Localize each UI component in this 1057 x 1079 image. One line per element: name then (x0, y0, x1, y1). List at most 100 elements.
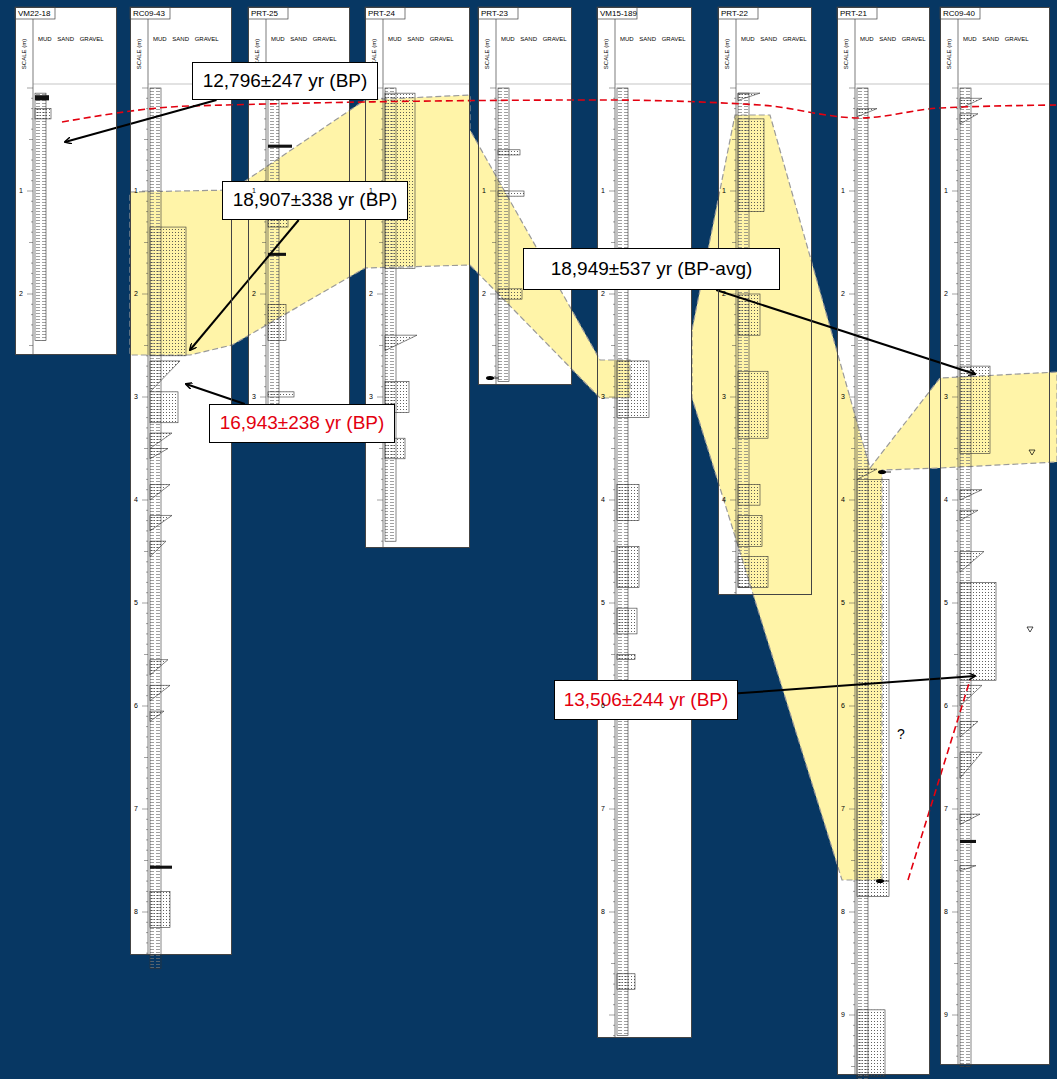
scale-tick (494, 170, 496, 171)
scale-tick (956, 767, 958, 768)
scale-tick (732, 139, 736, 140)
scale-tick (264, 324, 266, 325)
scale-tick (490, 191, 496, 192)
depth-number: 4 (841, 496, 845, 503)
scale-tick (381, 355, 383, 356)
scale-tick (613, 819, 615, 820)
sand-bed (150, 891, 170, 927)
scale-tick (146, 98, 148, 99)
scale-tick (381, 252, 383, 253)
scale-tick (853, 592, 855, 593)
scale-tick (734, 335, 736, 336)
scale-tick (849, 397, 855, 398)
scale-tick (853, 778, 855, 779)
scale-tick (956, 891, 958, 892)
scale-tick (613, 232, 615, 233)
scale-tick (144, 551, 148, 552)
scale-tick (734, 160, 736, 161)
scale-tick (146, 736, 148, 737)
scale-tick (144, 757, 148, 758)
mud-interval (268, 88, 279, 443)
depth-number: 6 (841, 702, 845, 709)
header-base-line (615, 84, 692, 85)
scale-tick (144, 139, 148, 140)
scale-tick (381, 232, 383, 233)
scale-tick (611, 551, 615, 552)
scale-tick (613, 201, 615, 202)
scale-tick (734, 366, 736, 367)
scale-tick (851, 654, 855, 655)
scale-tick (956, 1045, 958, 1046)
scale-tick (146, 953, 148, 954)
scale-tick (734, 108, 736, 109)
scale-tick (613, 118, 615, 119)
scale-tick (146, 407, 148, 408)
scale-tick (853, 541, 855, 542)
scale-tick (381, 304, 383, 305)
scale-tick (734, 149, 736, 150)
scale-tick (381, 221, 383, 222)
scale-tick (609, 500, 615, 501)
scale-tick (613, 541, 615, 542)
depth-number: 1 (482, 187, 486, 194)
scale-tick (853, 633, 855, 634)
date-label: 12,796±247 yr (BP) (203, 71, 368, 92)
scale-tick (264, 273, 266, 274)
sand-lens (960, 752, 982, 778)
scale-tick (853, 386, 855, 387)
scale-tick (31, 201, 33, 202)
scale-tick (952, 294, 958, 295)
scale-tick (956, 335, 958, 336)
scale-tick (956, 427, 958, 428)
date-callout: 16,943±238 yr (BP) (209, 404, 395, 443)
scale-tick (956, 283, 958, 284)
scale-tick (853, 263, 855, 264)
uncertainty-mark: ? (897, 727, 905, 741)
scale-tick (853, 685, 855, 686)
scale-tick (849, 603, 855, 604)
core-name: VM22-18 (18, 9, 50, 18)
depth-number: 7 (601, 805, 605, 812)
scale-tick (146, 118, 148, 119)
sand-bed (498, 289, 522, 299)
scale-tick (146, 747, 148, 748)
scale-tick (146, 716, 148, 717)
sand-bed (498, 150, 520, 155)
scale-tick (264, 386, 266, 387)
sand-lens (150, 361, 180, 392)
scale-tick (734, 355, 736, 356)
scale-tick (264, 335, 266, 336)
scale-tick (264, 221, 266, 222)
scale-tick (613, 901, 615, 902)
scale-tick (853, 366, 855, 367)
scale-tick (146, 304, 148, 305)
sand-bed (960, 366, 990, 454)
sand-bed (738, 557, 768, 588)
scale-tick (853, 407, 855, 408)
lithology-log (738, 93, 768, 587)
scale-tick (381, 530, 383, 531)
scale-tick (956, 788, 958, 789)
sand-bed (617, 361, 649, 418)
scale-tick (956, 633, 958, 634)
depth-number: 2 (252, 290, 256, 297)
scale-tick (146, 726, 148, 727)
scale-tick (734, 211, 736, 212)
sand-bed (617, 655, 635, 660)
scale-tick (146, 180, 148, 181)
scale-tick (146, 324, 148, 325)
scale-tick (956, 1056, 958, 1057)
depth-number: 4 (944, 496, 948, 503)
scale-tick (956, 644, 958, 645)
scale-tick (853, 520, 855, 521)
scale-tick (734, 520, 736, 521)
scale-tick (849, 294, 855, 295)
uncertain-correlation-line (908, 680, 970, 880)
leader-arrow (716, 290, 975, 374)
header-name-box (718, 7, 758, 19)
scale-tick (851, 1066, 855, 1067)
sand-lens (960, 814, 980, 824)
scale-tick (31, 335, 33, 336)
scale-tick (853, 932, 855, 933)
scale-tick (492, 139, 496, 140)
